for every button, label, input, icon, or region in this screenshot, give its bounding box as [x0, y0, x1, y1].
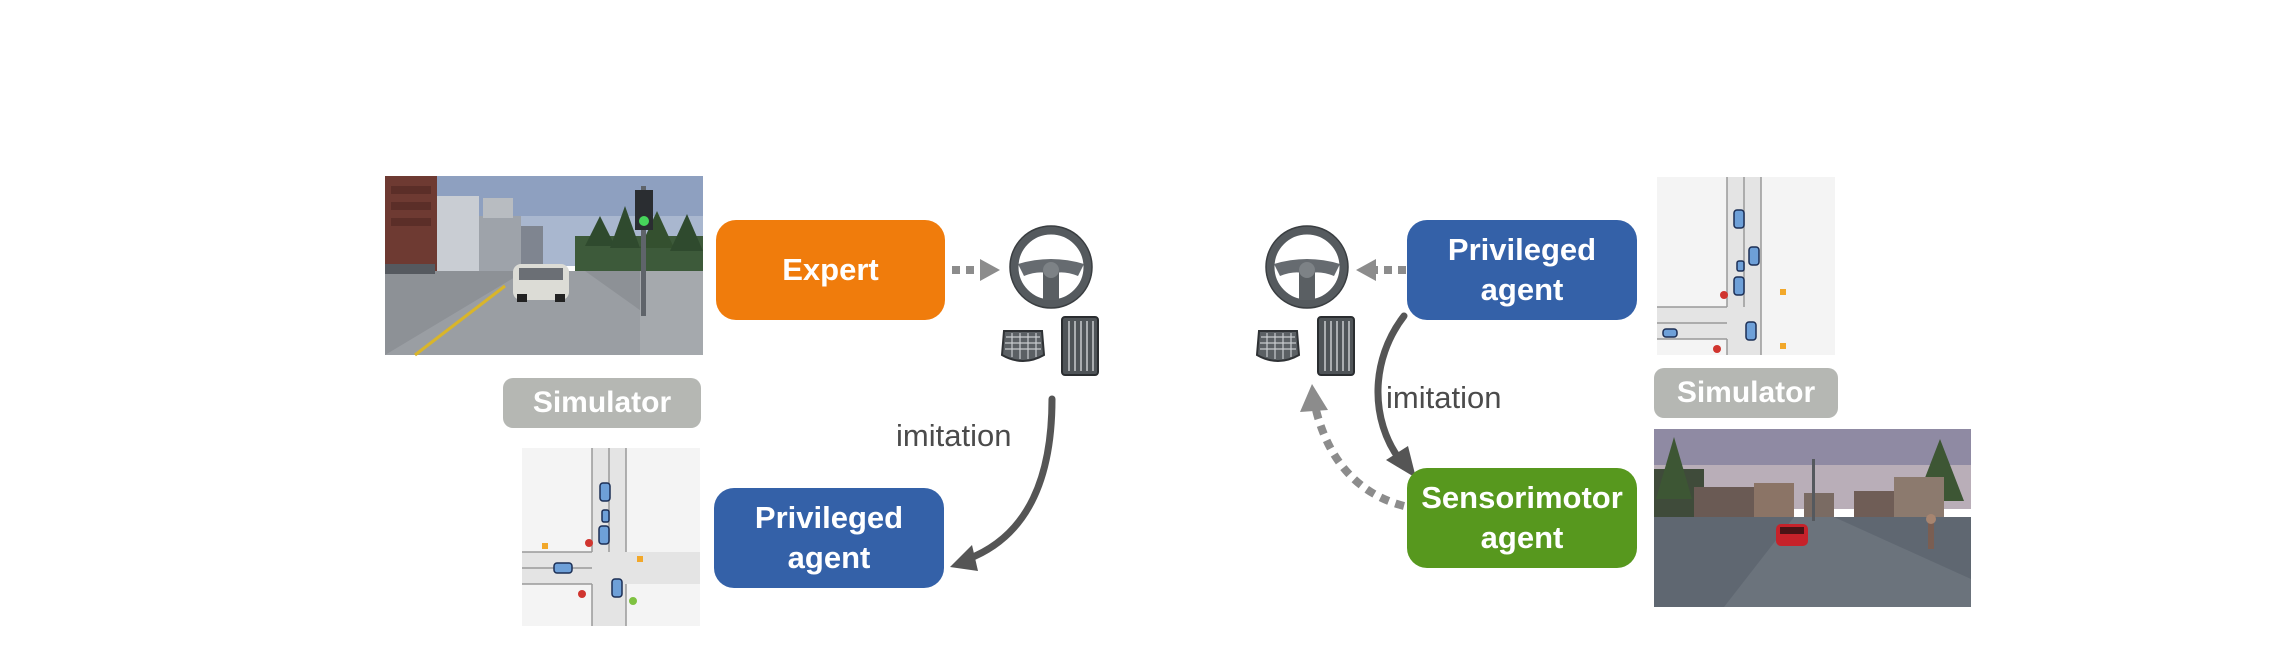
- privileged-agent-box-right: Privileged agent: [1407, 220, 1637, 320]
- expert-label: Expert: [782, 251, 879, 287]
- sensorimotor-to-controls-arrow: [1300, 384, 1406, 510]
- brake-pedal-icon: [1000, 330, 1046, 362]
- birds-eye-map-right: [1657, 177, 1835, 355]
- imitation-label-right: imitation: [1386, 380, 1502, 415]
- privileged-to-controls-arrow: [1356, 259, 1406, 281]
- imitation-label-left: imitation: [896, 418, 1012, 453]
- privileged-agent-label-line1: Privileged: [754, 499, 904, 535]
- brake-pedal-icon: [1255, 330, 1301, 362]
- expert-to-controls-arrow: [952, 259, 1000, 281]
- expert-box: Expert: [716, 220, 945, 320]
- sensorimotor-agent-label-line2: agent: [1480, 520, 1564, 555]
- steering-wheel-icon: [1009, 225, 1093, 309]
- privileged-agent-box-left: Privileged agent: [714, 488, 944, 588]
- privileged-agent-label-line1: Privileged: [1447, 231, 1597, 267]
- imitation-arrow-right: [1374, 312, 1416, 478]
- gas-pedal-icon: [1317, 316, 1355, 376]
- simulator-tag-left: Simulator: [503, 378, 701, 428]
- privileged-agent-label-line2: agent: [1480, 272, 1564, 307]
- sensorimotor-agent-box: Sensorimotor agent: [1407, 468, 1637, 568]
- sensorimotor-agent-label-line1: Sensorimotor: [1421, 479, 1623, 515]
- simulator-camera-image-left: [385, 176, 703, 357]
- imitation-arrow-left: [950, 395, 1056, 571]
- privileged-agent-label-line2: agent: [787, 540, 871, 575]
- simulator-camera-image-right: [1654, 429, 1971, 607]
- steering-wheel-icon: [1265, 225, 1349, 309]
- simulator-tag-right: Simulator: [1654, 368, 1838, 418]
- gas-pedal-icon: [1061, 316, 1099, 376]
- birds-eye-map-left: [522, 448, 700, 626]
